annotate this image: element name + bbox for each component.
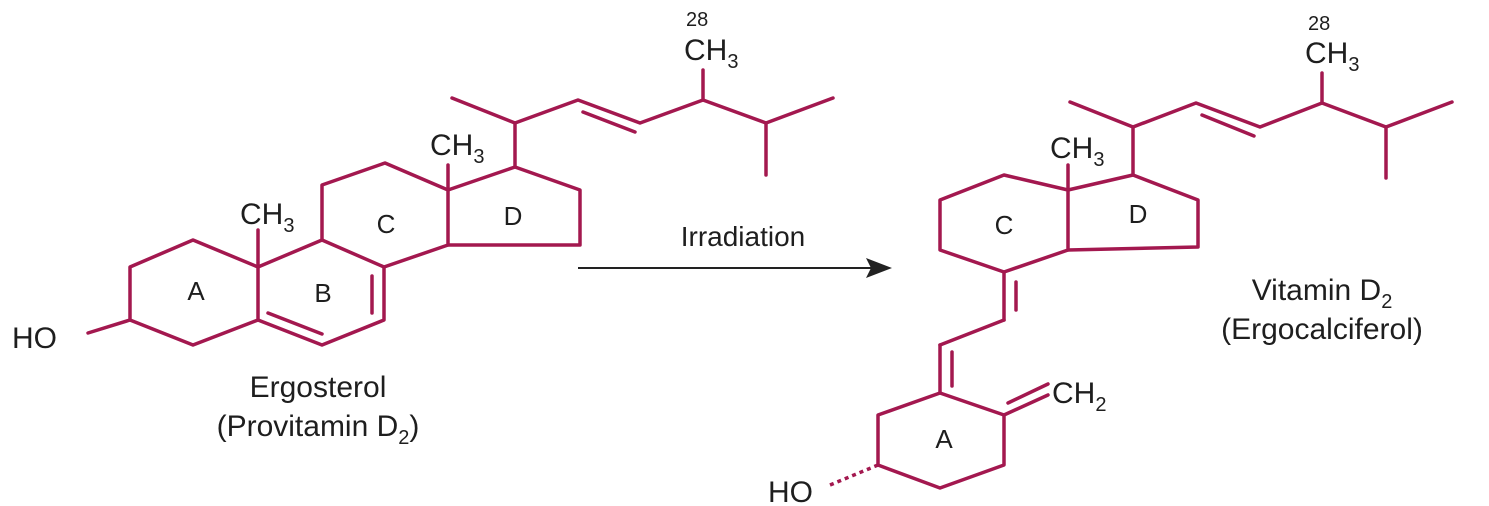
ergosterol-c13-methyl: CH3 bbox=[430, 129, 484, 168]
ergosterol-c28-methyl: CH3 bbox=[684, 34, 738, 73]
vd2-methylene-double bbox=[1006, 382, 1050, 405]
ergosterol-ring-c-label: C bbox=[377, 209, 396, 239]
ergosterol-c10-methyl: CH3 bbox=[240, 198, 294, 237]
vd2-ring-c-label: C bbox=[995, 210, 1014, 240]
ergosterol-structure: HO CH3 CH3 CH3 28 A B C D Ergosterol (Pr… bbox=[12, 9, 835, 449]
vd2-ring-d-bonds bbox=[1066, 173, 1200, 252]
vd2-c28-methyl: CH3 bbox=[1305, 37, 1359, 76]
ergosterol-ring-d-label: D bbox=[504, 201, 523, 231]
ergosterol-alt-name: (Provitamin D2) bbox=[217, 410, 420, 449]
vd2-c28-number: 28 bbox=[1308, 13, 1330, 35]
ring-b-bonds bbox=[256, 238, 386, 347]
reaction-arrow: Irradiation bbox=[578, 221, 892, 278]
ring-b-double-c5c6 bbox=[266, 311, 324, 336]
vd2-hydroxyl: HO bbox=[768, 476, 813, 506]
vd2-side-chain-double bbox=[1200, 113, 1256, 138]
ergosterol-ring-a-label: A bbox=[187, 276, 205, 306]
vd2-name: Vitamin D2 bbox=[1252, 274, 1393, 313]
c3-hydroxyl-bond bbox=[86, 318, 132, 335]
ergosterol-ring-b-label: B bbox=[314, 278, 331, 308]
vd2-c13-methyl: CH3 bbox=[1050, 132, 1104, 171]
vd2-ring-d-label: D bbox=[1129, 199, 1148, 229]
reaction-condition: Irradiation bbox=[681, 221, 806, 252]
vd2-methylene: CH2 bbox=[1052, 377, 1106, 416]
vd2-side-chain-main bbox=[1131, 100, 1454, 129]
vd2-alt-name: (Ergocalciferol) bbox=[1221, 313, 1423, 346]
vd2-methylene-bond bbox=[1002, 393, 1050, 417]
ring-c-bonds bbox=[320, 161, 450, 269]
ring-d-bonds bbox=[446, 165, 582, 247]
ergosterol-name: Ergosterol bbox=[250, 371, 387, 404]
arrow-head bbox=[866, 258, 892, 278]
ergosterol-hydroxyl: HO bbox=[12, 322, 57, 355]
vd2-hydroxyl-bond bbox=[829, 463, 879, 487]
side-chain-double bbox=[581, 110, 637, 134]
vd2-ring-a-label: A bbox=[935, 424, 953, 454]
vitamin-d2-structure: CH3 CH3 28 CH2 HO C D A Vitamin D2 (Ergo… bbox=[768, 13, 1454, 506]
ergosterol-c28-number: 28 bbox=[686, 9, 708, 31]
side-chain-main bbox=[513, 96, 835, 125]
vd2-c7-c6-bond bbox=[938, 318, 1006, 347]
